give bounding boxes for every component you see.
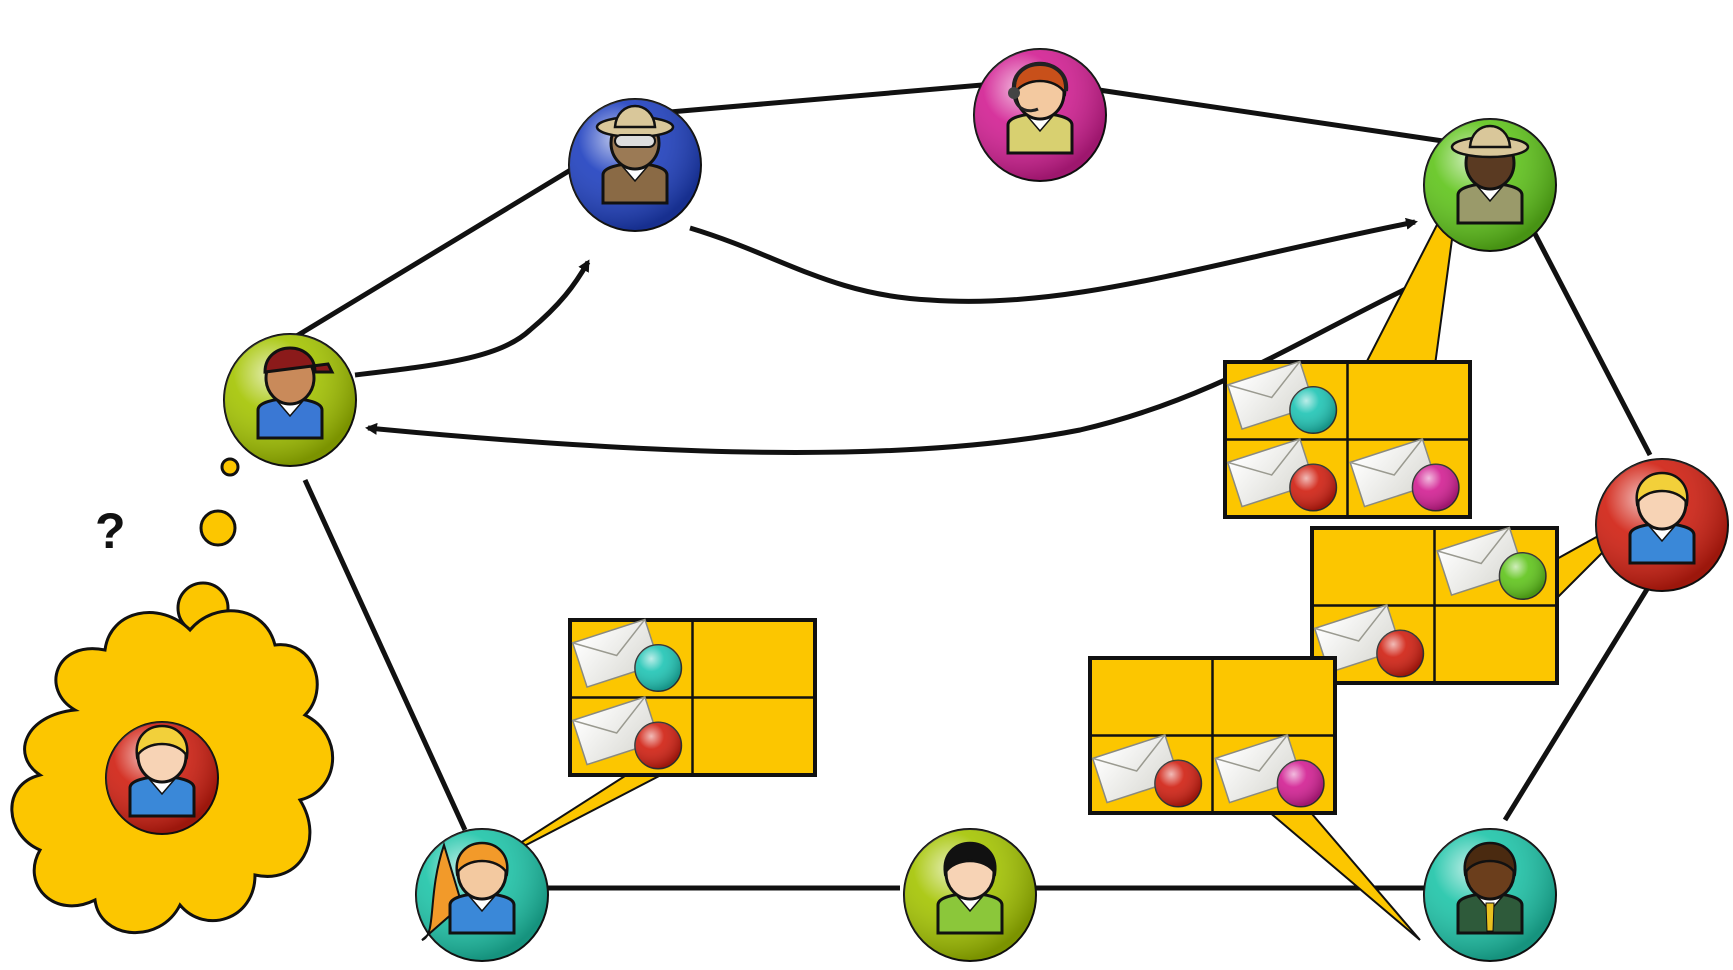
message-envelope xyxy=(571,618,683,693)
question-mark: ? xyxy=(95,503,126,559)
message-envelope xyxy=(1226,360,1338,435)
person-icon xyxy=(128,724,196,818)
thought-node xyxy=(105,721,219,835)
edge-right-bottomright xyxy=(1502,558,1668,822)
message-envelope xyxy=(1226,437,1338,512)
routing-tables xyxy=(568,360,1559,815)
node-bottom-middle xyxy=(903,828,1037,962)
node-top-right xyxy=(1423,118,1557,252)
callout-bottomright xyxy=(1252,799,1421,941)
message-envelope xyxy=(1349,437,1460,512)
arrow-topblue-to-topright xyxy=(689,217,1418,304)
route-arrows xyxy=(354,217,1418,455)
message-envelope xyxy=(571,695,683,770)
person-icon xyxy=(1456,841,1524,935)
person-icon xyxy=(595,104,675,205)
message-envelope xyxy=(1313,603,1425,678)
node-bottom-left xyxy=(415,828,549,962)
thought-bubble xyxy=(10,457,334,935)
person-icon xyxy=(1006,61,1074,155)
message-envelope xyxy=(1214,733,1325,808)
arrow-left-to-topblue xyxy=(354,259,591,378)
thought-dot-small xyxy=(220,457,240,477)
edge-left-topblue xyxy=(288,137,622,343)
edge-topright-right xyxy=(1517,203,1653,457)
message-envelope xyxy=(1436,526,1547,601)
message-envelope xyxy=(1091,733,1203,808)
edge-bottomleft-left xyxy=(302,478,468,832)
node-bottom-right xyxy=(1423,828,1557,962)
edge-topmagenta-topright xyxy=(1044,79,1471,148)
table-right xyxy=(1310,526,1559,685)
person-icon xyxy=(421,841,516,941)
table-bottom-left xyxy=(568,618,817,777)
arrow-topright-to-left xyxy=(365,284,1412,455)
node-left xyxy=(223,333,357,467)
person-icon xyxy=(256,346,335,440)
node-top-magenta xyxy=(973,48,1107,182)
person-icon xyxy=(1450,124,1530,225)
thought-dot-medium xyxy=(199,509,237,547)
edge-topblue-topmagenta xyxy=(634,77,1041,118)
person-icon xyxy=(1628,471,1696,565)
person-icon xyxy=(936,841,1004,935)
table-bottom-right xyxy=(1088,656,1337,815)
person-nodes xyxy=(105,48,1729,962)
node-right xyxy=(1595,458,1729,592)
table-top-right xyxy=(1223,360,1472,519)
node-top-blue xyxy=(568,98,702,232)
